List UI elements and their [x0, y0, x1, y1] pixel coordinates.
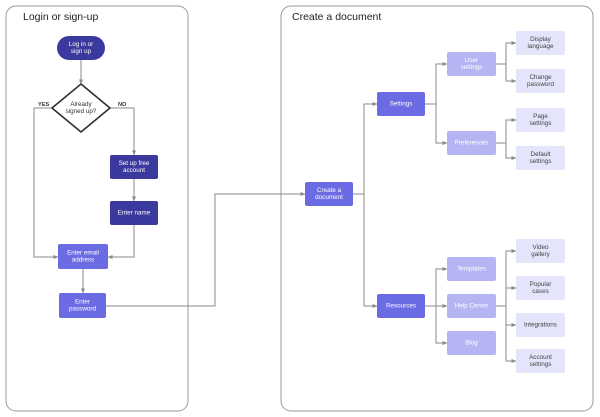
- node-popular-cases[interactable]: [516, 276, 565, 300]
- node-already-label: signed up?: [66, 108, 97, 115]
- nodes: [50, 31, 565, 373]
- node-account-settings-label: Account: [529, 354, 552, 361]
- node-enter-name[interactable]: [110, 201, 158, 225]
- edge-pref-default: [496, 142, 517, 160]
- node-user-settings[interactable]: [447, 52, 496, 76]
- node-setup-label: account: [123, 167, 145, 174]
- node-enter-email-label: Enter email: [67, 250, 99, 257]
- node-user-settings-label: settings: [461, 64, 483, 71]
- node-default-settings[interactable]: [516, 146, 565, 170]
- node-change-password-label: Change: [529, 74, 552, 81]
- node-preferences-label: Preferences: [455, 140, 489, 147]
- edge-settings-pref: [425, 103, 448, 145]
- edge-user-change: [496, 63, 517, 83]
- edge-already-no: [110, 107, 136, 156]
- node-login-start[interactable]: [57, 36, 105, 60]
- node-login-start-label: Log in or: [69, 41, 94, 48]
- node-enter-name-label: Enter name: [118, 210, 151, 217]
- node-integrations[interactable]: [516, 313, 565, 337]
- node-display-language-label: language: [528, 43, 554, 50]
- node-default-settings-label: settings: [530, 158, 552, 165]
- node-resources-label: Resources: [386, 303, 416, 310]
- node-account-settings-label: settings: [530, 361, 552, 368]
- node-help-center[interactable]: [447, 294, 496, 318]
- lane-create-title: Create a document: [292, 11, 381, 23]
- node-settings-label: Settings: [390, 101, 413, 108]
- node-labels: Log in or sign up Already signed up? Set…: [66, 36, 557, 368]
- edge-create-resources: [353, 193, 378, 308]
- node-setup-account[interactable]: [110, 155, 158, 179]
- node-popular-cases-label: cases: [532, 288, 548, 295]
- node-create-document-label: document: [315, 194, 343, 201]
- edge-label-no: NO: [118, 102, 127, 108]
- node-user-settings-label: User: [465, 57, 478, 64]
- node-video-gallery[interactable]: [516, 239, 565, 263]
- node-default-settings-label: Default: [531, 151, 551, 158]
- node-templates[interactable]: [447, 257, 496, 281]
- edge-pass-create: [106, 192, 306, 307]
- node-already-label: Already: [70, 101, 92, 108]
- node-settings[interactable]: [377, 92, 425, 116]
- node-create-document-label: Create a: [317, 187, 342, 194]
- connectors: [33, 41, 517, 363]
- edge-already-yes: [33, 107, 59, 259]
- node-enter-password-label: password: [69, 306, 96, 313]
- edge-name-email: [107, 225, 135, 259]
- edge-res-blog: [425, 305, 448, 345]
- node-video-gallery-label: Video: [533, 244, 549, 251]
- node-change-password-label: password: [527, 81, 554, 88]
- node-video-gallery-label: gallery: [531, 251, 550, 258]
- node-page-settings[interactable]: [516, 108, 565, 132]
- node-change-password[interactable]: [516, 69, 565, 93]
- node-blog-label: Blog: [465, 340, 478, 347]
- node-page-settings-label: Page: [533, 113, 548, 120]
- edge-label-yes: YES: [38, 102, 49, 108]
- node-enter-email-label: address: [72, 257, 94, 264]
- node-enter-email[interactable]: [58, 244, 108, 269]
- node-templates-label: Templates: [457, 266, 486, 273]
- edge-help-account: [496, 305, 517, 363]
- node-resources[interactable]: [377, 294, 425, 318]
- node-create-document[interactable]: [305, 182, 353, 206]
- lane-login-title: Login or sign-up: [23, 11, 98, 23]
- node-already-signed-up[interactable]: [50, 82, 112, 134]
- node-enter-password[interactable]: [59, 293, 106, 318]
- node-page-settings-label: settings: [530, 120, 552, 127]
- node-login-start-label: sign up: [71, 48, 92, 55]
- node-blog[interactable]: [447, 331, 496, 355]
- lane-create: [280, 5, 594, 412]
- node-setup-label: Set up free: [119, 160, 150, 167]
- node-display-language[interactable]: [516, 31, 565, 55]
- node-help-center-label: Help Center: [455, 303, 489, 310]
- node-preferences[interactable]: [447, 131, 496, 155]
- node-account-settings[interactable]: [516, 349, 565, 373]
- lane-login: [5, 5, 189, 412]
- node-enter-password-label: Enter: [75, 299, 90, 306]
- node-popular-cases-label: Popular: [530, 281, 552, 288]
- node-integrations-label: Integrations: [524, 322, 557, 329]
- node-display-language-label: Display: [530, 36, 551, 43]
